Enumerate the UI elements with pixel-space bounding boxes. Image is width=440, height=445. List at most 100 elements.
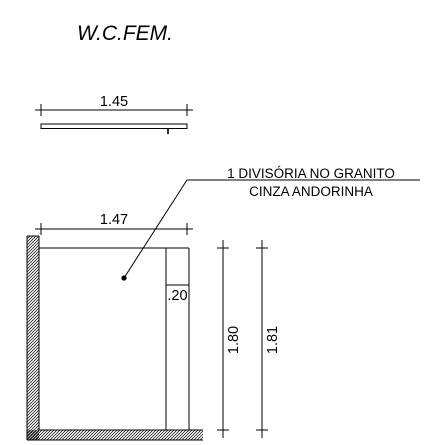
wall-hatch-line (180, 236, 384, 440)
floor-hatch-line (124, 430, 136, 440)
floor-hatch-line (46, 430, 58, 440)
wall-hatch-line (141, 236, 345, 440)
wall-hatch-line (153, 236, 357, 440)
elevation-width-dimension: 1.47 (35, 212, 193, 235)
floor-hatch-line (49, 430, 61, 440)
wall-hatch-line (162, 236, 366, 440)
wall-hatch-line (150, 236, 354, 440)
floor-hatch-line (88, 430, 100, 440)
wall-hatch-line (27, 352, 39, 366)
floor-hatch-line (157, 430, 169, 440)
wall-hatch-line (27, 349, 39, 363)
wall-hatch-line (27, 244, 39, 258)
floor-hatch-line (73, 430, 85, 440)
floor-hatch-line (28, 430, 40, 440)
wall-hatch-line (27, 253, 39, 267)
wall-hatch-line (45, 236, 249, 440)
wall-hatch-line (159, 236, 363, 440)
wall-hatch-line (27, 385, 39, 399)
leader-dot (121, 275, 127, 281)
wall-hatch-line (147, 236, 351, 440)
floor-hatch-line (151, 430, 163, 440)
wall-hatch-line (27, 295, 39, 309)
floor-hatch-line (27, 430, 37, 440)
wall-hatch-line (27, 364, 39, 378)
wall-hatch-line (114, 236, 318, 440)
floor-hatch-line (178, 430, 190, 440)
wall-hatch-line (27, 259, 39, 273)
wall-hatch-line (27, 286, 39, 300)
wall-hatch-line (186, 236, 390, 440)
wall-hatch-line (27, 334, 39, 348)
elevation-view: .20 (26, 235, 420, 441)
wall-hatch-line (27, 331, 39, 345)
wall-hatch-line (27, 412, 39, 426)
floor-hatch-line (27, 430, 28, 431)
wall-hatch-line (27, 424, 39, 438)
floor-hatch-line (82, 430, 94, 440)
wall-hatch-line (27, 292, 39, 306)
floor-hatch-line (181, 430, 193, 440)
wall-hatch-line (29, 430, 39, 440)
plan-partition-slab (40, 123, 188, 129)
wall-hatch-line (27, 325, 39, 339)
note-line-2: CINZA ANDORINHA (249, 184, 373, 199)
wall-hatch-line (27, 280, 39, 294)
wall-hatch-line (117, 236, 321, 440)
wall-hatch-line (27, 388, 39, 402)
floor-hatch-line (166, 430, 178, 440)
wall-hatch-line (27, 409, 39, 423)
wall-hatch-line (27, 313, 39, 327)
floor-hatch-line (115, 430, 127, 440)
floor-hatch-line (109, 430, 121, 440)
wall-hatch-line (27, 316, 39, 330)
floor-hatch-line (52, 430, 64, 440)
wall-hatch-line (35, 436, 39, 440)
plan-view: 1.45 (35, 94, 193, 134)
wall-hatch-line (27, 361, 39, 375)
floor-hatch-line (145, 430, 157, 440)
door-width-label: .20 (167, 288, 187, 304)
left-wall-hatch (27, 236, 420, 440)
wall-hatch-line (189, 236, 393, 440)
wall-hatch-line (72, 236, 276, 440)
floor-hatch-line (212, 430, 222, 440)
floor-hatch-line (112, 430, 124, 440)
floor-hatch-line (106, 430, 118, 440)
floor-hatch-line (70, 430, 82, 440)
floor-hatch-line (76, 430, 88, 440)
height-inner-label: 1.80 (226, 326, 242, 354)
wall-hatch-line (75, 236, 279, 440)
wall-hatch-line (27, 406, 39, 420)
wall-hatch-line (216, 236, 420, 440)
wall-hatch-line (84, 236, 288, 440)
floor-hatch-line (184, 430, 196, 440)
wall-hatch-line (69, 236, 273, 440)
note-line-1: 1 DIVISÓRIA NO GRANITO (227, 166, 395, 181)
wall-hatch-line (32, 433, 39, 440)
wall-hatch-line (27, 427, 39, 440)
floor-hatch-line (31, 430, 43, 440)
floor-hatch-line (142, 430, 154, 440)
floor-hatch-line (97, 430, 109, 440)
elevation-width-label: 1.47 (100, 212, 128, 228)
floor-hatch-line (130, 430, 142, 440)
floor-hatch-line (67, 430, 79, 440)
wall-hatch-line (156, 236, 360, 440)
wall-hatch-line (27, 400, 39, 414)
wall-hatch-line (27, 394, 39, 408)
wall-hatch-line (27, 367, 39, 381)
wall-hatch-line (27, 301, 39, 315)
wall-hatch-line (27, 304, 39, 318)
wall-hatch-line (48, 236, 252, 440)
floor-hatch-line (169, 430, 181, 440)
wall-hatch-line (90, 236, 294, 440)
floor-hatch-line (118, 430, 130, 440)
floor-hatch-line (163, 430, 175, 440)
floor-hatch-line (133, 430, 145, 440)
wall-hatch-line (27, 328, 39, 342)
floor-hatch-line (121, 430, 133, 440)
wall-hatch-line (27, 346, 39, 360)
wall-hatch-line (27, 271, 39, 285)
floor-hatch-line (61, 430, 73, 440)
